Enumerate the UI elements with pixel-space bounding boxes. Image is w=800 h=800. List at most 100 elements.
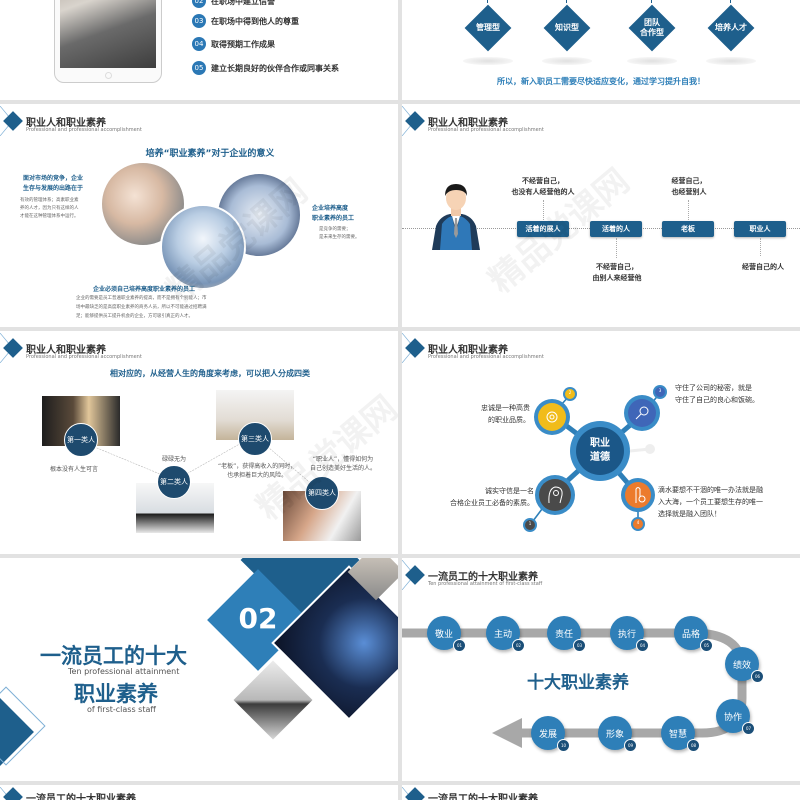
section-title-line2: 职业素养	[74, 682, 158, 706]
goal-text: 取得预期工作成果	[211, 39, 275, 49]
point-number-4: 4	[636, 520, 640, 525]
number-badge: 02	[192, 0, 206, 8]
quality-number: 07	[742, 722, 755, 735]
point-number-2: 2	[568, 390, 572, 395]
caption-above-2: 经营自己，也经营别人	[671, 177, 707, 196]
goal-text: 建立长期良好的伙伴合作或同事关系	[211, 63, 339, 73]
goal-item-05: 05 建立长期良好的伙伴合作或同事关系	[192, 61, 339, 75]
ethics-text-secrets: 守住了公司的秘密，就是守住了自己的良心和饭碗。	[675, 384, 759, 404]
ethics-text-honesty: 诚实守信是一名合格企业员工必备的素质。	[450, 487, 534, 507]
slide-title: 一流员工的十大职业素养	[26, 794, 136, 800]
slide-header: 职业人和职业素养 Professional and professional a…	[0, 104, 398, 144]
section-number: 02	[238, 602, 278, 635]
meaning-title: 培养“职业素养”对于企业的意义	[145, 149, 275, 159]
books-photo	[60, 0, 156, 68]
number-badge: 03	[192, 14, 206, 28]
slide-thumbnail-timeline[interactable]: 职业人和职业素养 Professional and professional a…	[402, 104, 800, 327]
slide-thumbnail-section-02[interactable]: 一流员工的十大 Ten professional attainment 职业素养…	[0, 558, 398, 781]
slide-thumbnail-meaning[interactable]: 职业人和职业素养 Professional and professional a…	[0, 104, 398, 327]
point-number-3: 3	[658, 388, 662, 393]
winding-arrow-track	[402, 628, 747, 748]
slide-thumbnail-types[interactable]: 管理型 知识型 团队 合作型 培养人才 所以，新入职员工需要尽快适应变化，通过学…	[402, 0, 800, 100]
left-heading: 面对市场的竞争，企业生存与发展的出路在于	[22, 175, 83, 192]
slide-subtitle: Professional and professional accomplish…	[26, 127, 142, 133]
caption-category-3: “老板”，获得高收入的同时，也承担着巨大的风险。	[218, 463, 297, 479]
slide-header: 一流员工的十大职业素养 Ten professional attainment …	[402, 558, 800, 598]
slide-title: 职业人和职业素养	[428, 345, 508, 356]
goal-item-03: 03 在职场中得到他人的尊重	[192, 14, 299, 28]
slide-subtitle: Ten professional attainment of first-cla…	[428, 581, 543, 587]
goal-item-02: 02 在职场中建立信誉	[192, 0, 275, 8]
tablet-image	[54, 0, 162, 83]
slide-thumbnail-ten-qualities[interactable]: 一流员工的十大职业素养 Ten professional attainment …	[402, 558, 800, 781]
category-badge-2: 第二类人	[157, 465, 191, 499]
diamond-knowledge: 知识型	[542, 0, 592, 65]
slide-thumbnail-four-kinds[interactable]: 职业人和职业素养 Professional and professional a…	[0, 331, 398, 554]
slide-subtitle: Professional and professional accomplish…	[26, 354, 142, 360]
conclusion-text: 所以，新入职员工需要尽快适应变化，通过学习提升自我！	[497, 77, 705, 86]
slide-title: 一流员工的十大职业素养	[428, 794, 538, 800]
slide-thumbnail-goals[interactable]: 02 在职场中建立信誉 03 在职场中得到他人的尊重 04 取得预期工作成果 0…	[0, 0, 398, 100]
slide-thumbnail-bottom-right[interactable]: 一流员工的十大职业素养	[402, 785, 800, 800]
quality-number: 10	[557, 739, 570, 752]
quality-number: 08	[687, 739, 700, 752]
slide-thumbnail-bottom-left[interactable]: 一流员工的十大职业素养	[0, 785, 398, 800]
ethics-text-loyalty: 忠诚是一种高贵的职业品质。	[481, 404, 530, 424]
caption-category-1: 根本没有人生可言	[50, 466, 99, 473]
number-badge: 05	[192, 61, 206, 75]
timeline-node-boss: 老板	[662, 221, 714, 237]
slide-header: 一流员工的十大职业素养	[402, 785, 800, 800]
slide-header: 一流员工的十大职业素养	[0, 785, 398, 800]
caption-below-2: 经营自己的人	[742, 263, 784, 271]
category-badge-3: 第三类人	[238, 422, 272, 456]
number-badge: 04	[192, 37, 206, 51]
ethics-text-teamwork: 滴水要想不干涸的唯一办法就是融入大海，一个员工要想生存的唯一选择就是融入团队！	[658, 486, 763, 518]
quality-number: 05	[700, 639, 713, 652]
tablet-home-button	[105, 72, 112, 79]
ethics-mindmap	[523, 385, 667, 532]
goal-item-04: 04 取得预期工作成果	[192, 37, 275, 51]
timeline-node-professional: 职业人	[734, 221, 786, 237]
slide-header: 职业人和职业素养 Professional and professional a…	[402, 104, 800, 144]
ethics-center-label: 职业道德	[590, 438, 610, 463]
quality-number: 03	[573, 639, 586, 652]
diamond-talent: 培养人才	[706, 0, 756, 65]
quality-number: 02	[512, 639, 525, 652]
quality-number: 04	[636, 639, 649, 652]
slide-thumbnail-ethics[interactable]: 职业人和职业素养 Professional and professional a…	[402, 331, 800, 554]
goal-text: 在职场中得到他人的尊重	[211, 16, 299, 26]
category-badge-4: 第四类人	[305, 476, 339, 510]
diamond-management: 管理型	[463, 0, 513, 65]
goal-text: 在职场中建立信誉	[211, 0, 275, 6]
caption-category-2: 碌碌无为	[162, 456, 187, 463]
section-title-line1: 一流员工的十大	[40, 644, 187, 668]
slide-subtitle: Professional and professional accomplish…	[428, 127, 544, 133]
section-subtitle-line1: Ten professional attainment	[68, 667, 180, 676]
timeline-node-living-dead: 活着的展人	[517, 221, 569, 237]
right-heading: 企业培养高度职业素养的员工	[312, 205, 355, 222]
bottom-heading: 企业必须自己培养高度职业素养的员工	[93, 286, 196, 293]
pen-writing-photo	[216, 172, 302, 258]
slide-title: 职业人和职业素养	[26, 345, 106, 356]
slide-title: 职业人和职业素养	[428, 118, 508, 129]
diamond-label: 团队 合作型	[640, 18, 664, 37]
bottom-body: 企业的需要是员工普遍职业素养的提高，而不是拥有个别能人；市场中最缺乏的是高度职业…	[76, 296, 207, 319]
slide-title: 职业人和职业素养	[26, 118, 106, 129]
slide-header: 职业人和职业素养 Professional and professional a…	[0, 331, 398, 371]
quality-number: 01	[453, 639, 466, 652]
point-number-1: 1	[528, 521, 532, 526]
globe-hands-photo	[160, 204, 246, 290]
businessman-avatar-icon	[432, 184, 480, 250]
caption-above-1: 不经营自己，也没有人经营他的人	[511, 177, 575, 196]
quality-number: 06	[751, 670, 764, 683]
four-kinds-title: 相对应的，从经营人生的角度来考虑，可以把人分成四类	[110, 369, 310, 378]
slide-subtitle: Professional and professional accomplish…	[428, 354, 544, 360]
section-subtitle-line2: of first-class staff	[87, 705, 156, 714]
diamond-label: 管理型	[476, 23, 500, 32]
slide-title: 一流员工的十大职业素养	[428, 572, 538, 583]
diamond-label: 培养人才	[715, 23, 747, 32]
diamond-label: 知识型	[555, 23, 579, 32]
timeline-node-living: 活着的人	[590, 221, 642, 237]
decorative-diamond-outline	[0, 686, 46, 766]
